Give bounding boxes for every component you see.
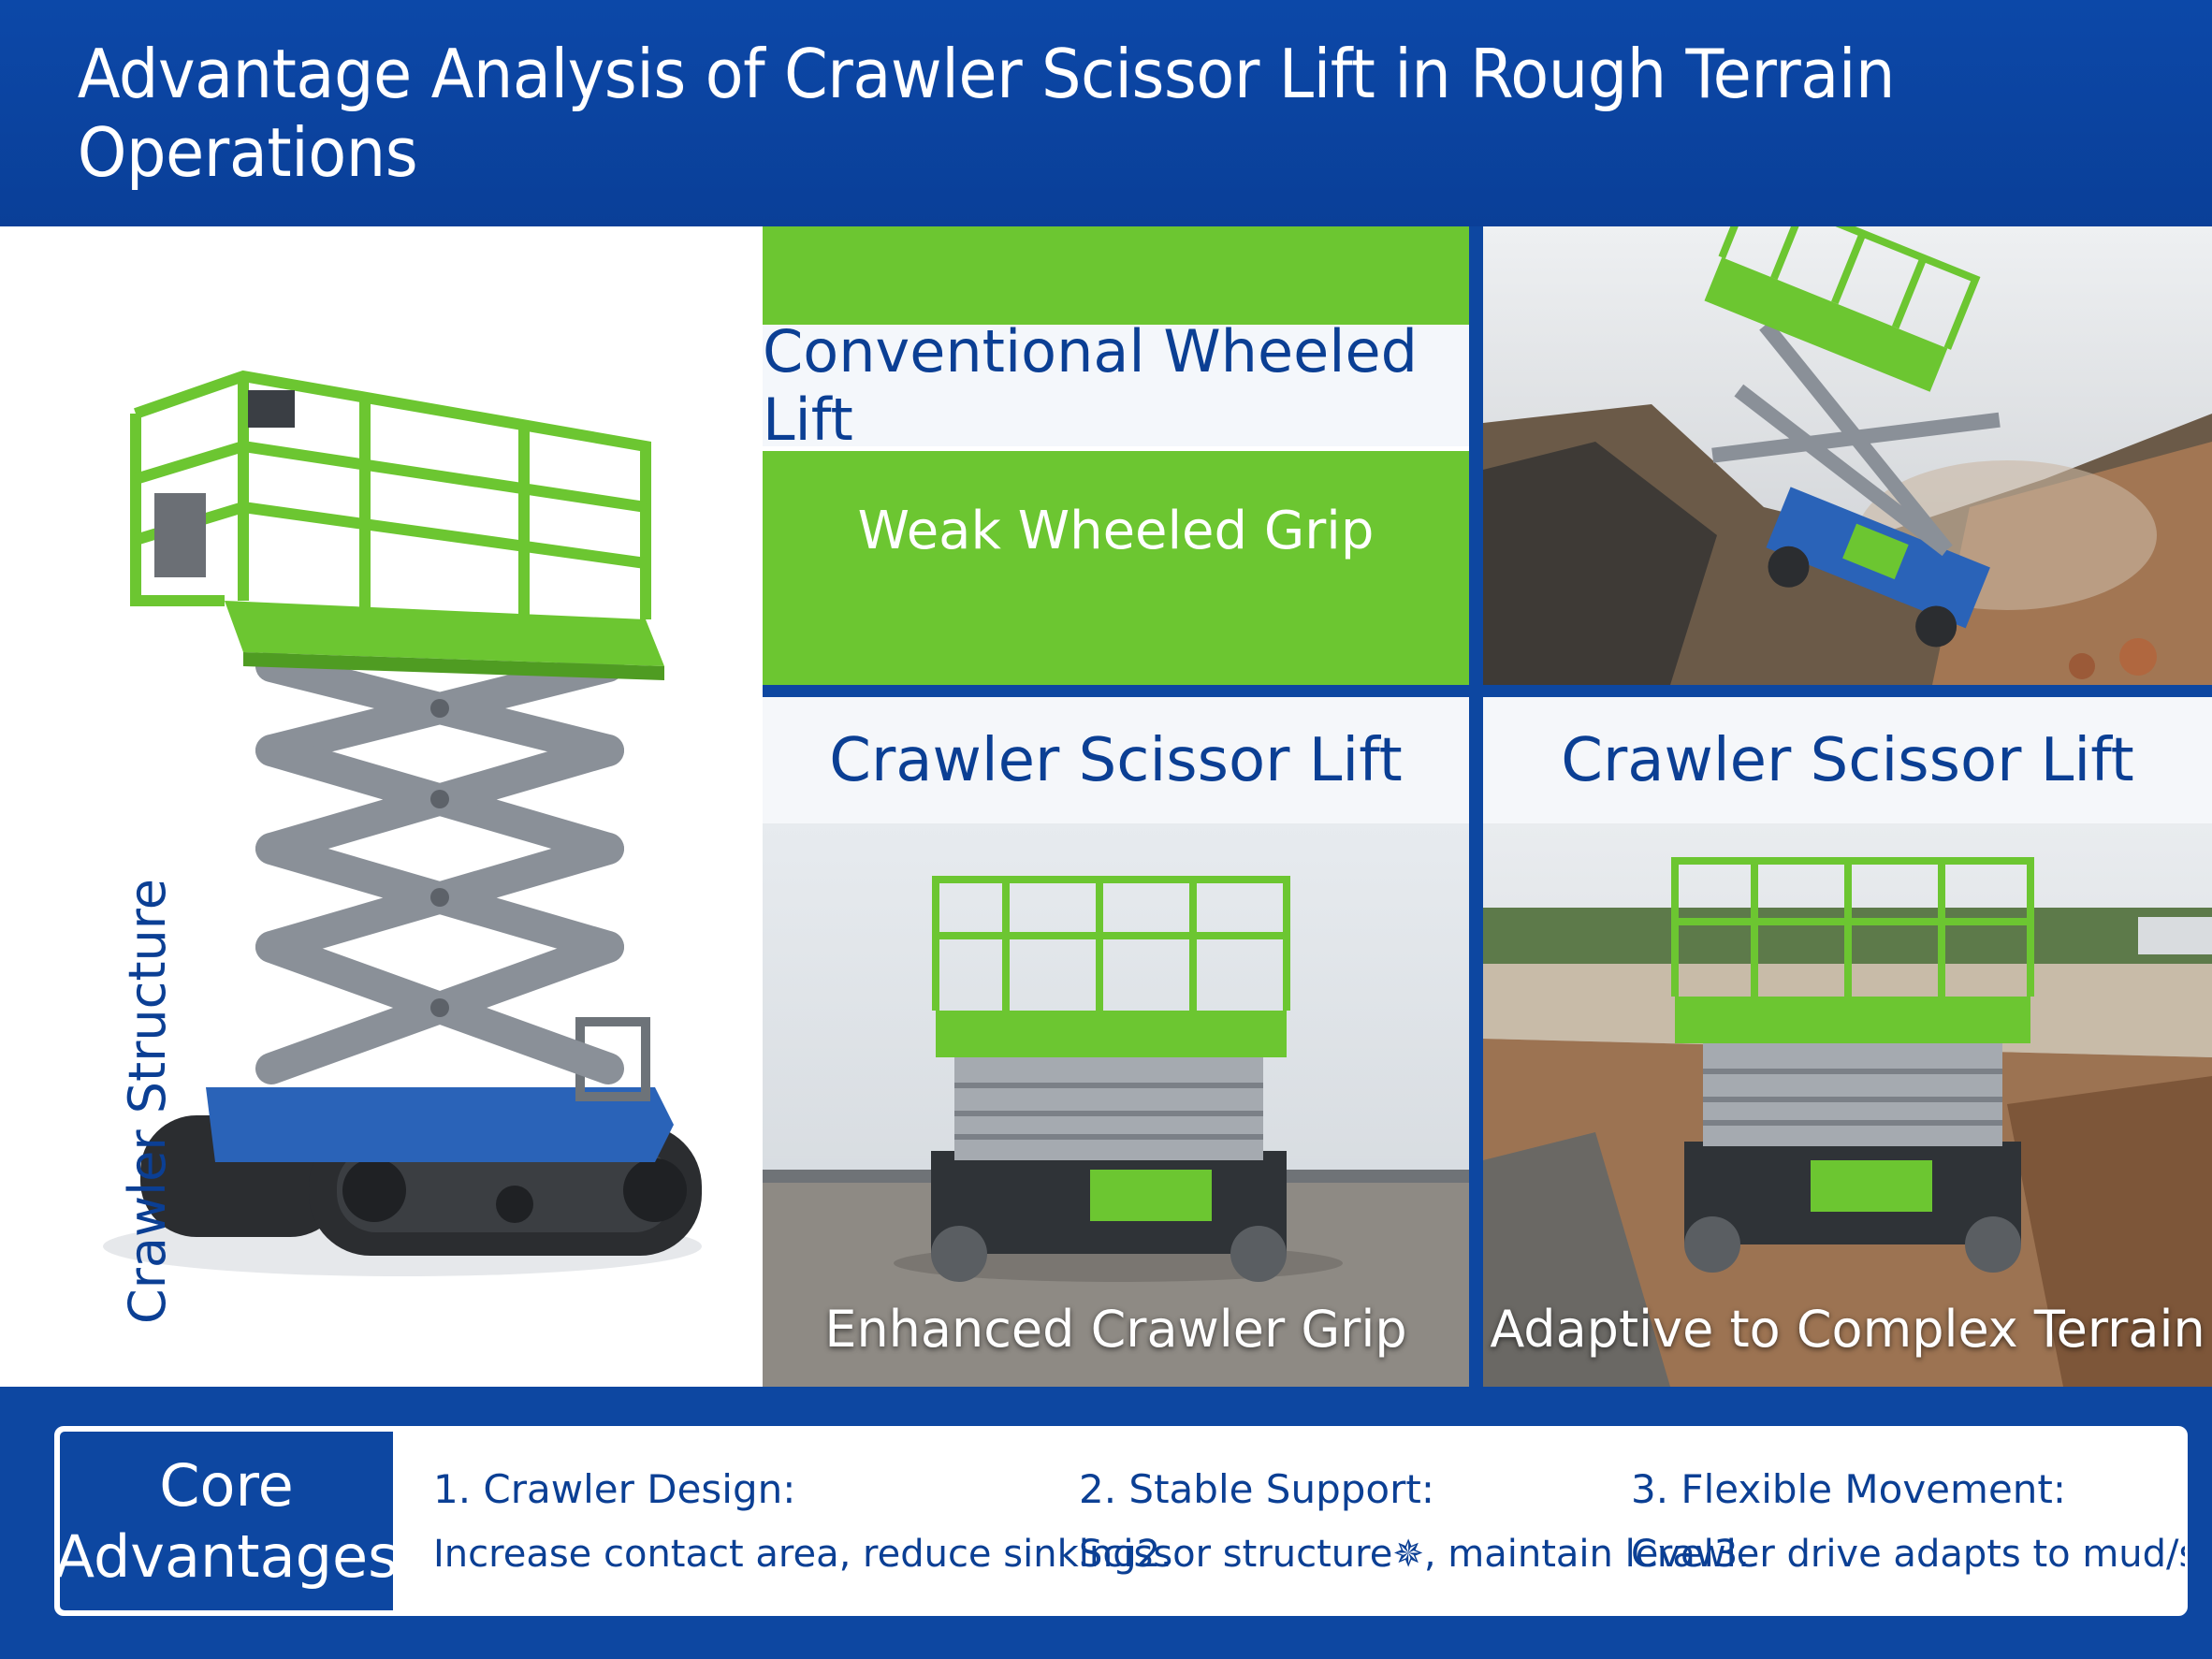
core-advantages-label-line1: Core	[159, 1450, 294, 1520]
green-header-bar	[763, 226, 1469, 325]
advantage-item: 3. Flexible Movement: Crawler drive adap…	[1631, 1466, 2188, 1576]
crawler-lift-photo-a: Enhanced Crawler Grip	[763, 823, 1469, 1387]
page-header: Advantage Analysis of Crawler Scissor Li…	[0, 0, 2212, 226]
conventional-lift-panel: Conventional Wheeled Lift Weak Wheeled G…	[763, 226, 1469, 685]
core-advantages-box: Core Advantages 1. Crawler Design: Incre…	[54, 1426, 2188, 1616]
advantage-title: 2. Stable Support:	[1079, 1466, 1434, 1512]
crawler-lift-title-b: Crawler Scissor Lift	[1483, 697, 2212, 823]
core-advantages-label-line2: Advantages	[54, 1521, 399, 1591]
enhanced-grip-caption: Enhanced Crawler Grip	[824, 1300, 1407, 1359]
weak-grip-block: Weak Wheeled Grip	[763, 451, 1469, 685]
advantage-title: 3. Flexible Movement:	[1631, 1466, 2067, 1512]
advantage-list: 1. Crawler Design: Increase contact area…	[396, 1429, 2185, 1613]
advantage-item: 2. Stable Support: Scissor structure✵, m…	[1079, 1466, 1750, 1576]
conventional-lift-title: Conventional Wheeled Lift	[763, 317, 1469, 454]
tipping-lift-photo	[1483, 226, 2212, 685]
crawler-lift-photo-b: Adaptive to Complex Terrain	[1483, 823, 2212, 1387]
crawler-lift-panel-a: Crawler Scissor Lift Enhanced Crawler Gr	[763, 697, 1469, 1387]
advantage-title: 1. Crawler Design:	[433, 1466, 796, 1512]
advantage-description: Scissor structure✵, maintain level3.	[1079, 1533, 1750, 1576]
advantage-item: 1. Crawler Design: Increase contact area…	[433, 1466, 1172, 1576]
crawler-lift-panel-b: Crawler Scissor Lift	[1483, 697, 2212, 1387]
core-advantages-footer: Core Advantages 1. Crawler Design: Incre…	[0, 1387, 2212, 1659]
crawler-lift-title-a: Crawler Scissor Lift	[763, 697, 1469, 823]
core-advantages-label: Core Advantages	[54, 1429, 399, 1613]
advantage-description: Increase contact area, reduce sinking2.	[433, 1533, 1172, 1576]
crawler-structure-panel: Crawler Structure	[0, 226, 763, 1387]
crawler-lift-illustration	[103, 370, 702, 1276]
crawler-structure-label: Crawler Structure	[118, 879, 177, 1324]
complex-terrain-caption: Adaptive to Complex Terrain	[1490, 1300, 2205, 1359]
complex-terrain-illustration	[1483, 823, 2212, 1387]
enhanced-grip-illustration	[763, 823, 1469, 1387]
page-title: Advantage Analysis of Crawler Scissor Li…	[77, 35, 1896, 192]
advantage-description: Crawler drive adapts to mud/slones	[1631, 1533, 2188, 1576]
weak-grip-caption: Weak Wheeled Grip	[857, 500, 1375, 561]
tipping-lift-illustration	[1483, 226, 2212, 685]
